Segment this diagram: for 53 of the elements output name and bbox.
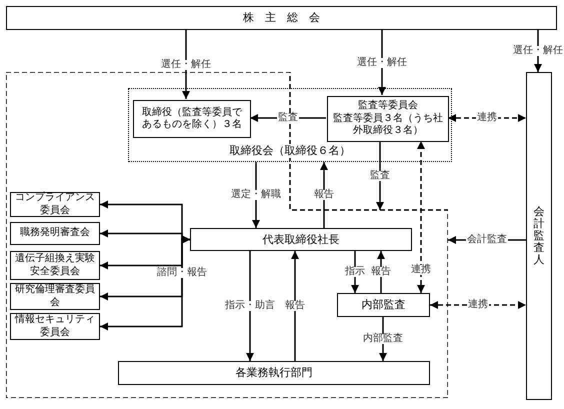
- edge-label: 監査: [369, 170, 391, 180]
- process-box: [327, 96, 449, 142]
- connector-arrow: [250, 114, 326, 122]
- box-label: 情報セキュリティ委員会: [15, 314, 95, 339]
- box-label: 株主総会: [242, 11, 331, 25]
- edge-label: 連携: [476, 113, 498, 123]
- connector-arrow: [430, 301, 526, 309]
- process-box: [526, 72, 552, 400]
- connector-arrow: [351, 251, 359, 293]
- connector-arrow: [291, 251, 299, 361]
- process-box: [118, 361, 430, 385]
- board-group-box: [128, 88, 452, 162]
- connector-arrow: [377, 251, 385, 293]
- process-box: [10, 251, 100, 280]
- edge-label: 報告: [313, 190, 335, 200]
- box-label: 内部監査: [362, 298, 406, 312]
- process-box: [337, 293, 430, 317]
- box-label: 監査等委員３名（うち社外取締役３名）: [332, 112, 444, 138]
- edge-label: 連携: [410, 265, 432, 275]
- edge-label: 選任・解任: [356, 58, 408, 68]
- process-box: [10, 283, 100, 310]
- box-label: 各業務執行部門: [236, 366, 312, 380]
- edge-label: 連携: [467, 300, 489, 310]
- connector-arrow: [246, 251, 254, 361]
- box-label: 会計監査人: [534, 206, 544, 266]
- edge-label: 監査: [277, 113, 299, 123]
- edge-label: 選任・解任: [160, 60, 212, 70]
- edge-label: 選定・解職: [230, 190, 282, 200]
- edge-label: 報告: [370, 267, 392, 277]
- process-box: [133, 100, 251, 138]
- box-label: 取締役（監査等委員であるものを除く）３名: [141, 106, 243, 132]
- box-label: コンプライアンス委員会: [15, 192, 95, 217]
- edge-label: 内部監査: [362, 334, 404, 344]
- box-label: 職務発明審査会: [20, 227, 90, 240]
- edge-label: 諮問・報告: [156, 268, 208, 278]
- connector-arrow: [417, 141, 425, 293]
- connector-arrow: [376, 141, 384, 210]
- box-label: 遺伝子組換え実験安全委員会: [15, 253, 95, 278]
- edge-label: 指示・助言: [224, 301, 276, 311]
- box-label: 代表取締役社長: [262, 232, 340, 246]
- box-label: 監査等委員会: [358, 100, 418, 112]
- process-box: [6, 6, 557, 30]
- edge-label: 会計監査: [466, 235, 508, 245]
- process-box: [10, 222, 100, 245]
- edge-label: 報告: [284, 301, 306, 311]
- process-box: [190, 228, 412, 251]
- connector-arrow: [100, 236, 190, 330]
- connector-arrow: [448, 114, 526, 122]
- connector-arrow: [320, 162, 328, 228]
- process-box: [10, 313, 100, 340]
- box-label: 研究倫理審査委員会: [15, 284, 95, 309]
- edge-label: 選任・解任: [512, 46, 564, 56]
- edge-label: 指示: [344, 267, 366, 277]
